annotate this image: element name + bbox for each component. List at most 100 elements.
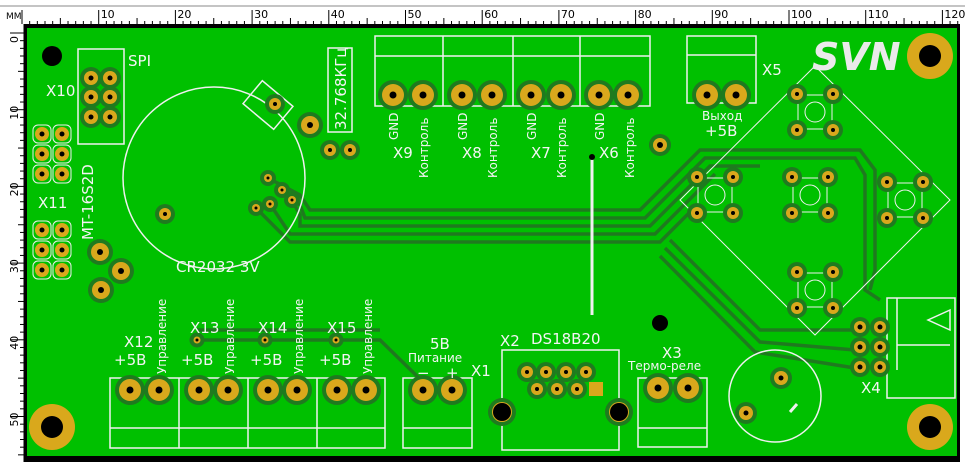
pad-drill	[39, 171, 45, 177]
pad-outline	[52, 220, 72, 240]
label-x10: X10	[46, 82, 75, 100]
label-plus5-2: +5В	[181, 351, 213, 369]
pad-drill	[624, 91, 632, 99]
label-x6: X6	[599, 144, 619, 162]
pad-drill	[795, 306, 799, 310]
pad-drill	[88, 94, 94, 100]
pad-drill	[348, 148, 352, 152]
label-x8: X8	[462, 144, 482, 162]
pad-drill	[684, 384, 692, 392]
labels: SPI X10 X11 MT-16S2D CR2032 3V 32.768КГц…	[38, 48, 881, 398]
pad-drill	[488, 91, 496, 99]
label-x9: X9	[393, 144, 413, 162]
ruler-label: 30	[254, 8, 268, 21]
pad-drill	[118, 268, 124, 274]
ruler-label: 30	[8, 259, 21, 273]
pad-drill	[59, 267, 65, 273]
pad-drill	[263, 338, 267, 342]
pad-drill	[544, 370, 548, 374]
pad-drill	[657, 142, 663, 148]
ruler-label: 0	[8, 36, 21, 43]
tactile-button	[782, 167, 838, 223]
label-minus: −	[417, 364, 430, 382]
label-plus5-4: +5В	[319, 351, 351, 369]
pad-drill	[224, 386, 232, 394]
label-control: Контроль	[555, 118, 569, 178]
label-manage: Управление	[223, 299, 237, 374]
pad-drill	[389, 91, 397, 99]
pad-drill	[155, 386, 163, 394]
label-control: Контроль	[486, 118, 500, 178]
pad-outline	[32, 260, 52, 280]
label-power: Питание	[408, 351, 462, 365]
pad-drill	[877, 324, 883, 330]
label-plus: +	[446, 364, 459, 382]
ruler-label: 70	[561, 8, 575, 21]
pad-drill	[328, 148, 332, 152]
pad-drill	[731, 175, 735, 179]
pad-drill	[877, 344, 883, 350]
button-circle	[704, 184, 726, 206]
ruler-label: 120	[944, 8, 965, 21]
pad-drill	[333, 386, 341, 394]
pad-outline	[32, 220, 52, 240]
tactile-button	[877, 172, 933, 228]
tactile-button	[787, 262, 843, 318]
pad-drill	[107, 114, 113, 120]
label-manage: Управление	[292, 299, 306, 374]
pad-drill	[527, 91, 535, 99]
pad-drill	[293, 386, 301, 394]
label-x11: X11	[38, 194, 67, 212]
ruler-label: 10	[101, 8, 115, 21]
label-x2: X2	[500, 332, 520, 350]
pad-drill	[778, 375, 784, 381]
pad-drill	[557, 91, 565, 99]
pad-drill	[795, 128, 799, 132]
pad-drill	[195, 338, 199, 342]
label-gnd: GND	[387, 112, 401, 140]
pad-drill	[555, 387, 559, 391]
silkscreen-outlines	[77, 35, 956, 451]
label-crystal: 32.768КГц	[332, 48, 350, 131]
pad-outline	[52, 144, 72, 164]
label-ds18b20: DS18B20	[531, 330, 601, 348]
pad-outline	[52, 240, 72, 260]
ruler-label: 50	[8, 413, 21, 427]
ruler-label: 50	[408, 8, 422, 21]
pad-drill	[39, 267, 45, 273]
pad-outline	[32, 144, 52, 164]
label-plus5-1: +5В	[114, 351, 146, 369]
label-x1: X1	[471, 362, 491, 380]
label-manage: Управление	[155, 299, 169, 374]
pad-drill	[88, 114, 94, 120]
pad-drill	[795, 92, 799, 96]
pad-drill	[831, 270, 835, 274]
pad-drill	[273, 102, 277, 106]
pad-drill	[59, 131, 65, 137]
pad-drill	[857, 324, 863, 330]
pad-drill	[307, 122, 313, 128]
pad-drill	[703, 91, 711, 99]
pad-drill	[59, 227, 65, 233]
mounting-hole-drill	[41, 416, 63, 438]
ruler-label: 40	[331, 8, 345, 21]
pad-drill	[254, 206, 258, 210]
pad-drill	[525, 370, 529, 374]
ruler-label: 60	[484, 8, 498, 21]
label-gnd: GND	[525, 112, 539, 140]
pads	[32, 67, 890, 426]
pad-drill	[39, 131, 45, 137]
pad-drill	[39, 227, 45, 233]
pad-drill	[921, 216, 925, 220]
pad-drill	[731, 211, 735, 215]
button-outline	[797, 94, 833, 130]
ruler-label: 20	[177, 8, 191, 21]
ruler-label: 80	[638, 8, 652, 21]
pad-drill	[921, 180, 925, 184]
logo: SVN	[812, 35, 901, 79]
pad-drill	[826, 211, 830, 215]
pad-drill	[826, 175, 830, 179]
pad-drill	[268, 202, 272, 206]
